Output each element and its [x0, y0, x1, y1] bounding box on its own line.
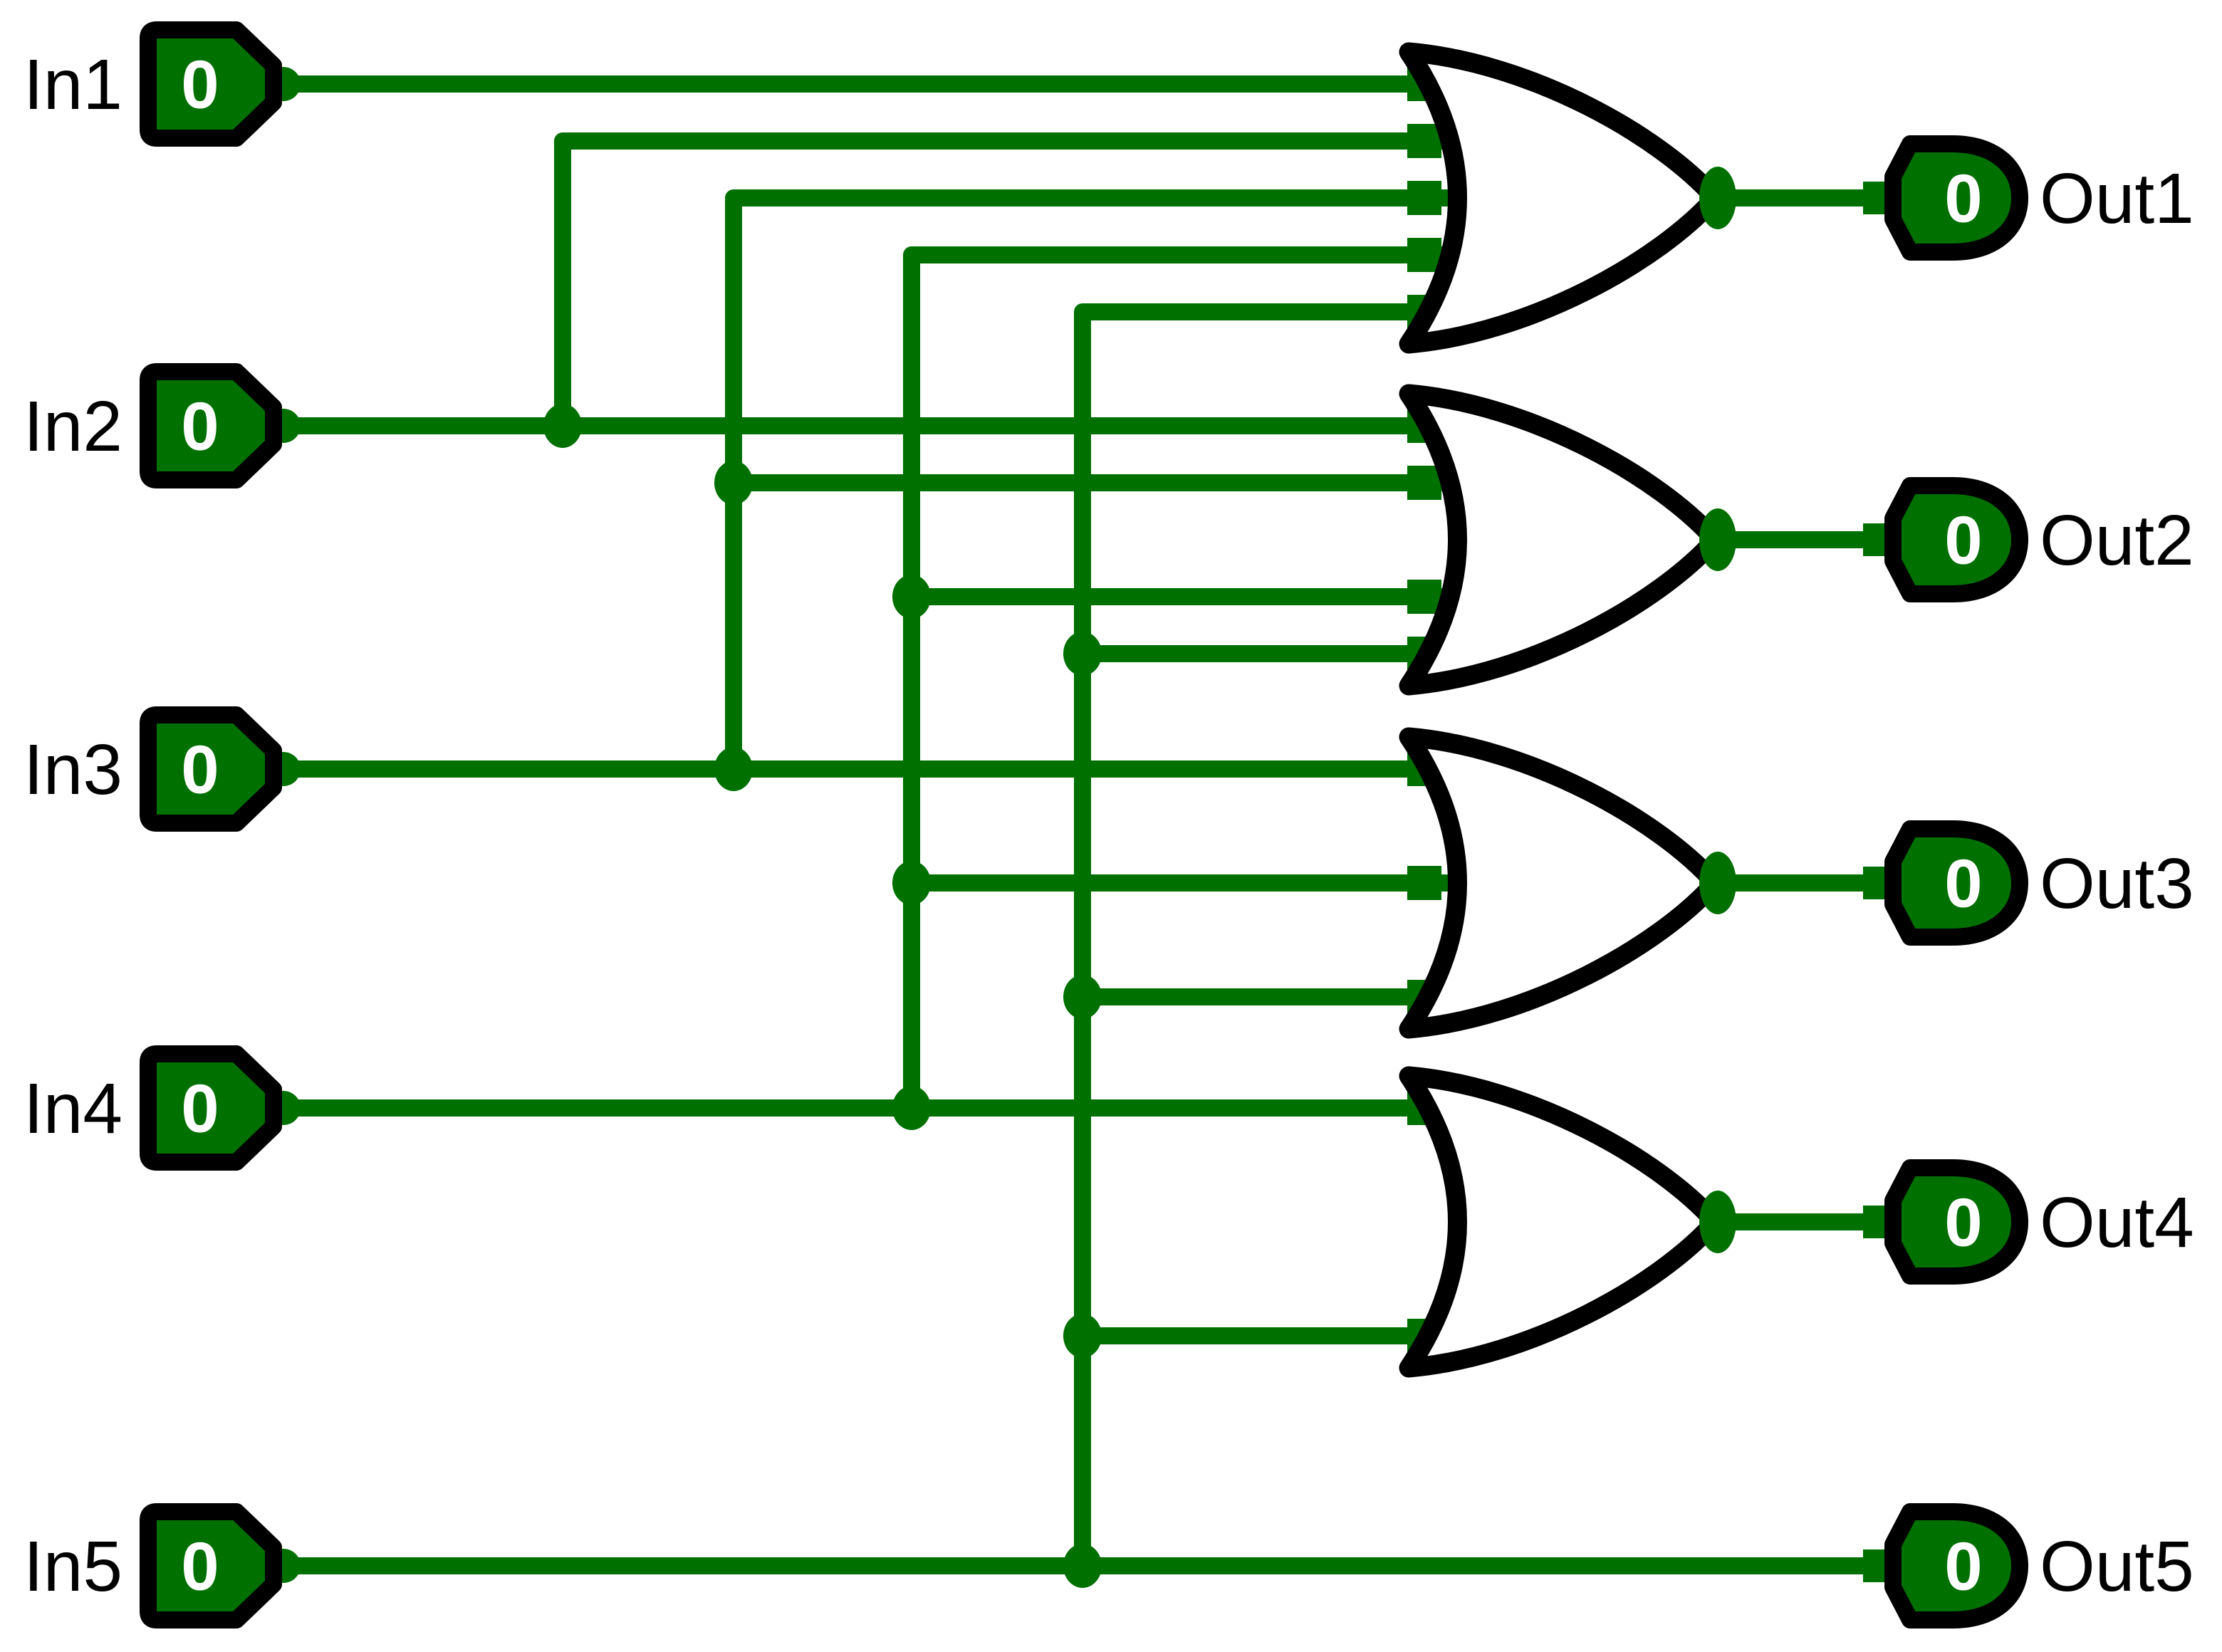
- input-in5[interactable]: In5 0: [24, 1503, 301, 1629]
- input-value: 0: [181, 1529, 219, 1605]
- output-out1: 0 Out1: [1863, 135, 2194, 261]
- or-gate-body: [1399, 42, 1725, 354]
- output-out4: 0 Out4: [1863, 1159, 2194, 1285]
- gate-output-dot: [1699, 167, 1736, 229]
- gate-output-dot: [1699, 1191, 1736, 1253]
- junction-dot: [892, 1086, 931, 1130]
- gate-output-dot: [1699, 508, 1736, 571]
- or-gate-body: [1399, 727, 1725, 1039]
- output-box: [1884, 135, 2028, 261]
- input-label: In5: [24, 1527, 122, 1606]
- input-label: In1: [24, 45, 122, 125]
- gate-input-pin: [1407, 580, 1441, 614]
- junction-dots: [543, 404, 1102, 1588]
- output-value: 0: [1944, 846, 1982, 922]
- input-in3[interactable]: In3 0: [24, 706, 301, 832]
- junction-dot: [714, 461, 753, 505]
- gate-input-pin: [1407, 466, 1441, 500]
- input-in2[interactable]: In2 0: [24, 363, 301, 488]
- input-value: 0: [181, 1071, 219, 1147]
- gate-input-pin: [1407, 124, 1441, 158]
- input-label: In4: [24, 1069, 122, 1149]
- input-label: In2: [24, 387, 122, 466]
- input-value: 0: [181, 732, 219, 808]
- input-box[interactable]: [140, 21, 282, 147]
- input-box[interactable]: [140, 706, 282, 832]
- output-box: [1884, 1159, 2028, 1285]
- output-label: Out4: [2040, 1183, 2194, 1262]
- gate-input-pin: [1407, 238, 1441, 272]
- gate-output-dot: [1699, 852, 1736, 914]
- output-box: [1884, 1503, 2028, 1629]
- input-box[interactable]: [140, 363, 282, 488]
- or-gate-body: [1399, 384, 1725, 696]
- or-gate-1: [1399, 42, 1736, 354]
- output-label: Out5: [2040, 1527, 2194, 1606]
- junction-dot: [1063, 975, 1102, 1019]
- output-label: Out2: [2040, 501, 2194, 580]
- junction-dot: [1063, 632, 1102, 676]
- output-label: Out3: [2040, 844, 2194, 924]
- or-gate-2: [1399, 384, 1736, 696]
- junction-dot: [714, 747, 753, 791]
- output-value: 0: [1944, 1185, 1982, 1261]
- or-gate-body: [1399, 1066, 1725, 1378]
- junction-dot: [892, 861, 931, 905]
- output-out2: 0 Out2: [1863, 477, 2194, 602]
- input-box[interactable]: [140, 1503, 282, 1629]
- input-label: In3: [24, 730, 122, 810]
- output-out3: 0 Out3: [1863, 820, 2194, 946]
- wire-branch-in4-to-or1: [903, 246, 1450, 1108]
- or-gate-3: [1399, 727, 1736, 1039]
- gate-input-pin: [1407, 181, 1441, 215]
- input-in4[interactable]: In4 0: [24, 1045, 301, 1171]
- input-in1[interactable]: In1 0: [24, 21, 301, 147]
- output-value: 0: [1944, 1529, 1982, 1605]
- wire-branch-in5-to-or1: [1074, 303, 1428, 1566]
- output-box: [1884, 477, 2028, 602]
- output-value: 0: [1944, 161, 1982, 237]
- junction-dot: [543, 404, 582, 448]
- output-box: [1884, 820, 2028, 946]
- wire-branch-in2-to-or1: [554, 132, 1450, 426]
- wire-branch-in3-to-or1: [725, 189, 1457, 769]
- input-box[interactable]: [140, 1045, 282, 1171]
- output-value: 0: [1944, 503, 1982, 579]
- junction-dot: [1063, 1544, 1102, 1588]
- output-label: Out1: [2040, 159, 2194, 239]
- input-value: 0: [181, 389, 219, 465]
- junction-dot: [892, 575, 931, 619]
- output-out5: 0 Out5: [1863, 1503, 2194, 1629]
- junction-dot: [1063, 1314, 1102, 1358]
- gate-input-pin: [1407, 866, 1441, 900]
- input-value: 0: [181, 47, 219, 123]
- or-gate-4: [1399, 1066, 1736, 1378]
